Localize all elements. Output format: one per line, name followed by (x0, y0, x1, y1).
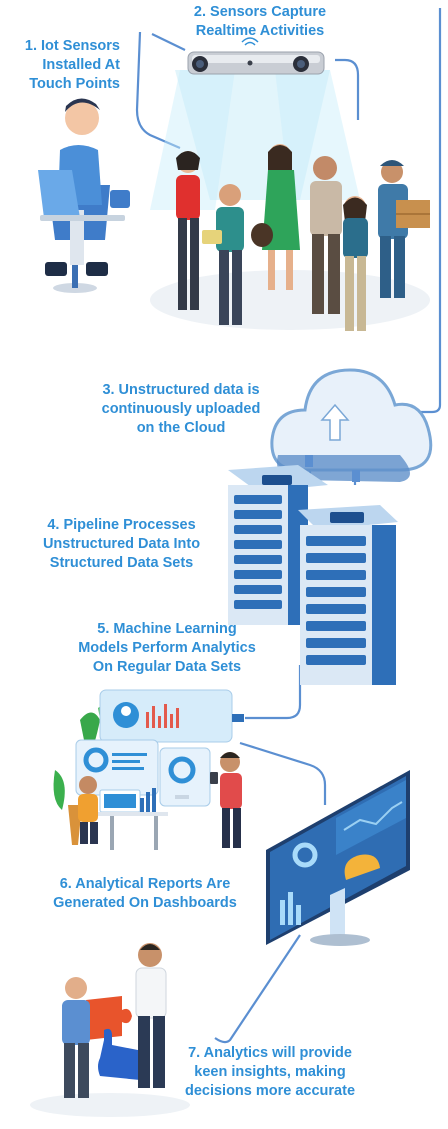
cloud-icon (270, 368, 433, 482)
step-7-label: 7. Analytics will provide keen insights,… (184, 1045, 356, 1099)
analytics-scene (53, 689, 244, 850)
step-4-label: 4. Pipeline Processes Unstructured Data … (42, 517, 201, 571)
server-racks (228, 465, 398, 685)
step-2-label: 2. Sensors Capture Realtime Activities (193, 4, 327, 39)
dashboard-monitor (266, 770, 410, 946)
installer-person (38, 98, 130, 293)
connection-wires (135, 8, 442, 1044)
step-3-label: 3. Unstructured data is continuously upl… (101, 382, 261, 436)
crowd-people (150, 144, 430, 331)
step-1-label: 1. Iot Sensors Installed At Touch Points (24, 38, 120, 92)
step-6-label: 6. Analytical Reports Are Generated On D… (53, 876, 237, 911)
puzzle-people (30, 943, 190, 1117)
step-5-label: 5. Machine Learning Models Perform Analy… (78, 621, 256, 675)
